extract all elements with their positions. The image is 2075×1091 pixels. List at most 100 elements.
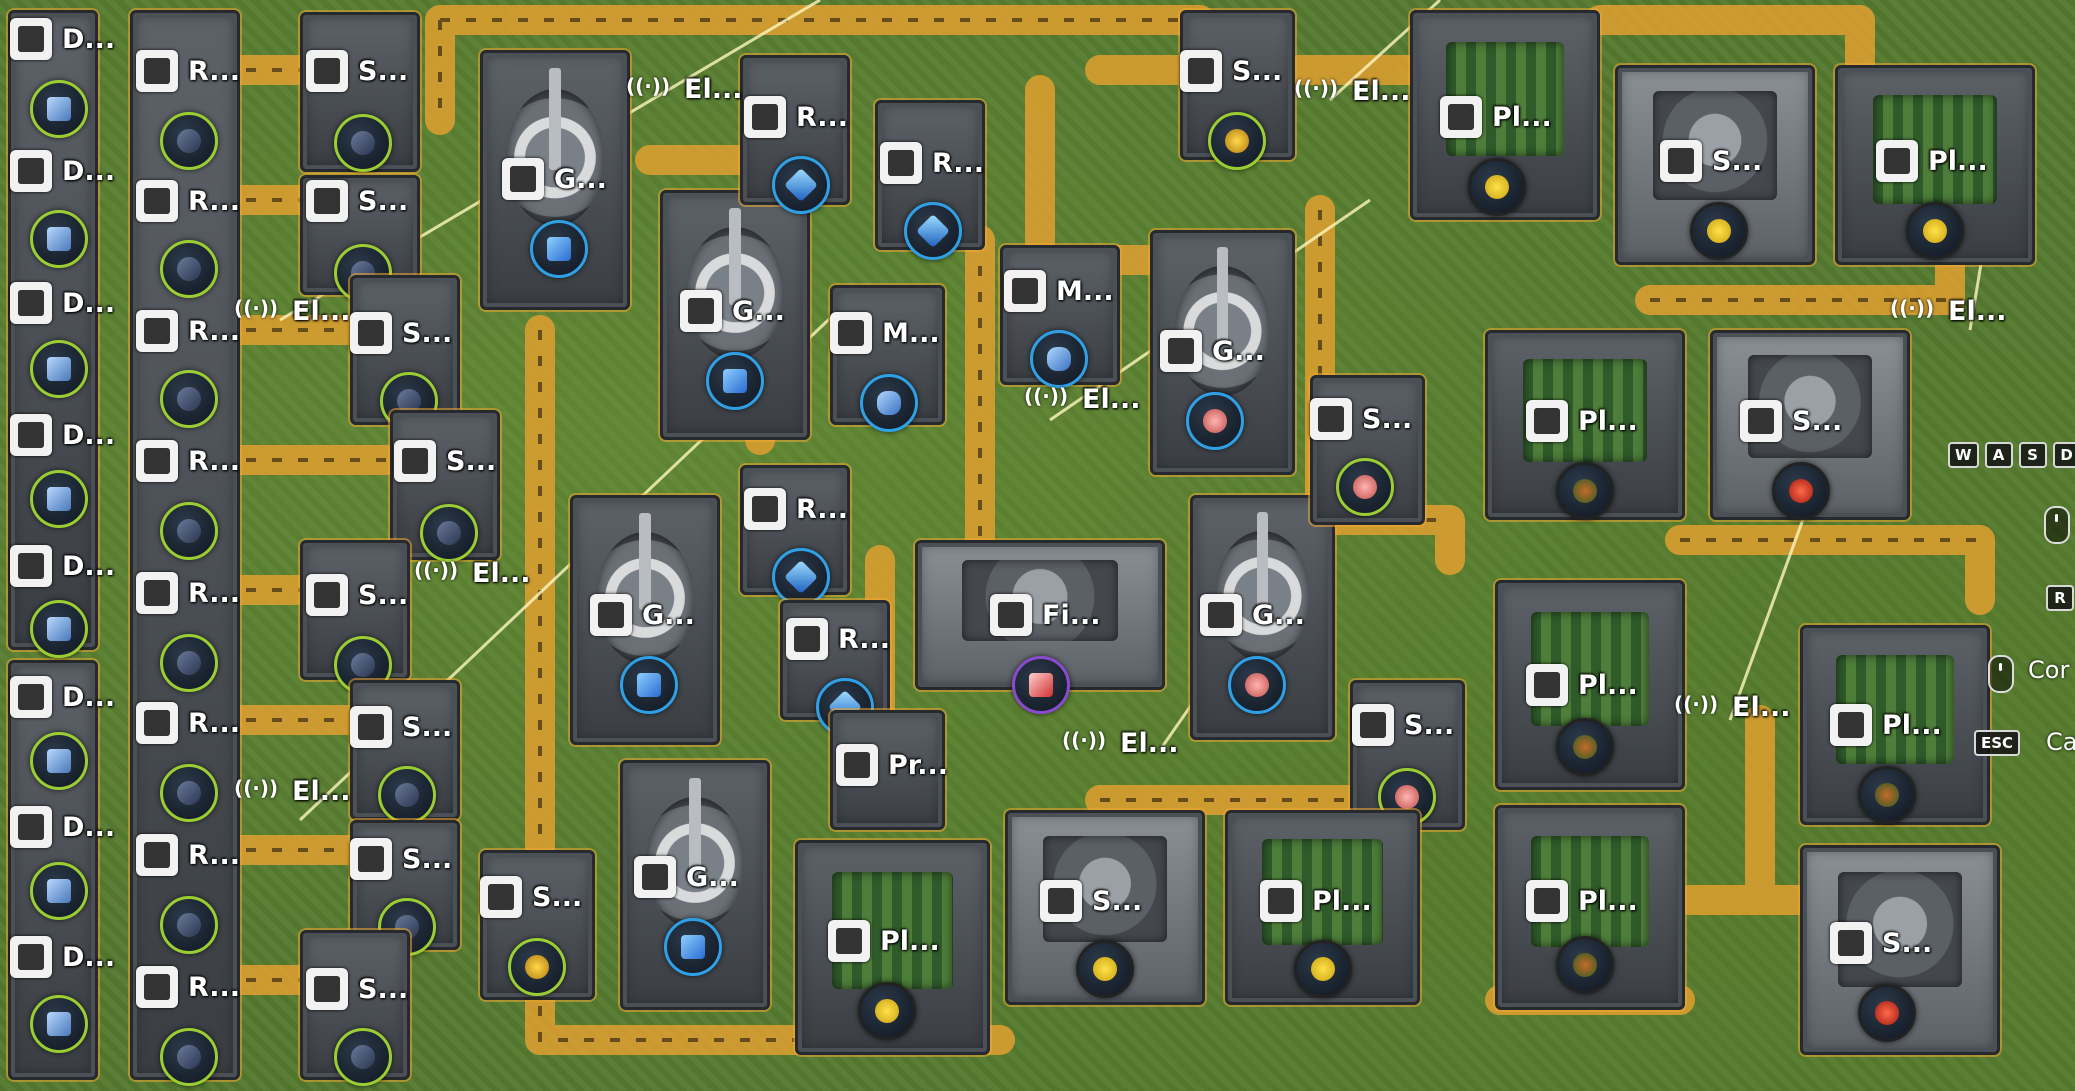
building-label-refinery: R... <box>744 488 848 530</box>
escape-key-hint: ESC <box>1974 730 2021 756</box>
resource-ore <box>30 995 88 1053</box>
building-label-planter: Pl... <box>1260 880 1372 922</box>
movement-keys-hint: W A S D <box>1948 442 2075 468</box>
resource-block <box>706 352 764 410</box>
planter-icon <box>1830 704 1872 746</box>
confirm-hint: Cor <box>2028 656 2070 684</box>
pylon-label-electric: El... <box>234 770 350 812</box>
shredder-icon <box>1310 398 1352 440</box>
pylon-label-electric: El... <box>1024 378 1140 420</box>
refinery-icon <box>136 50 178 92</box>
building-label-shredder: S... <box>1040 880 1142 922</box>
resource-ore <box>30 732 88 790</box>
planter-icon <box>1526 664 1568 706</box>
building-label-moulder: M... <box>1004 270 1114 312</box>
building-label-refinery: R... <box>744 96 848 138</box>
moulder-icon <box>1004 270 1046 312</box>
refinery-icon <box>136 572 178 614</box>
key-s: S <box>2018 442 2047 468</box>
pylon-label-electric: El... <box>414 552 530 594</box>
building-label-shredder: S... <box>1660 140 1762 182</box>
resource-red-fruit <box>1772 462 1830 520</box>
resource-bush <box>1858 766 1916 824</box>
cancel-hint: Ca <box>2046 728 2075 756</box>
planter-icon <box>1526 880 1568 922</box>
resource-ore <box>30 600 88 658</box>
resource-stone <box>334 1028 392 1086</box>
planter-icon <box>1260 880 1302 922</box>
building-label-shredder: S... <box>306 180 408 222</box>
building-label-refinery: R... <box>880 142 984 184</box>
building-label-shredder: S... <box>480 876 582 918</box>
resource-block <box>620 656 678 714</box>
shredder-icon <box>1830 922 1872 964</box>
resource-flower <box>858 982 916 1040</box>
grinder-icon <box>502 158 544 200</box>
refinery-icon <box>136 966 178 1008</box>
moulder-building[interactable] <box>830 285 945 425</box>
building-label-grinder: G... <box>634 856 739 898</box>
grinder-icon <box>1160 330 1202 372</box>
resource-gold <box>1208 112 1266 170</box>
building-label-grinder: G... <box>502 158 607 200</box>
building-label-shredder: S... <box>350 838 452 880</box>
resource-stone <box>160 240 218 298</box>
resource-flower <box>1468 158 1526 216</box>
resource-stone <box>160 634 218 692</box>
electric-pylon-icon <box>626 68 674 110</box>
building-label-planter: Pl... <box>1526 400 1638 442</box>
mouse-left-click-icon <box>1988 655 2014 693</box>
shredder-building[interactable] <box>1005 810 1205 1005</box>
depot-icon <box>10 545 52 587</box>
resource-ore <box>30 80 88 138</box>
resource-bush <box>1556 718 1614 776</box>
building-label-grinder: G... <box>1160 330 1265 372</box>
electric-pylon-icon <box>1024 378 1072 420</box>
shredder-icon <box>350 706 392 748</box>
key-esc: ESC <box>1974 730 2021 756</box>
building-label-planter: Pl... <box>1526 664 1638 706</box>
filler-building[interactable] <box>915 540 1165 690</box>
resource-red-fruit <box>1858 984 1916 1042</box>
resource-meat <box>1336 458 1394 516</box>
planter-icon <box>1876 140 1918 182</box>
grinder-icon <box>590 594 632 636</box>
refinery-icon <box>136 834 178 876</box>
building-label-press: Pr... <box>836 744 948 786</box>
grinder-icon <box>680 290 722 332</box>
shredder-icon <box>1040 880 1082 922</box>
key-w: W <box>1948 442 1979 468</box>
resource-gift-cube <box>1012 656 1070 714</box>
building-label-refinery: R... <box>786 618 890 660</box>
grinder-icon <box>634 856 676 898</box>
building-label-planter: Pl... <box>828 920 940 962</box>
resource-ore <box>30 862 88 920</box>
building-label-shredder: S... <box>1830 922 1932 964</box>
resource-stone <box>160 502 218 560</box>
building-label-grinder: G... <box>1200 594 1305 636</box>
refinery-icon <box>136 180 178 222</box>
pylon-label-electric: El... <box>1062 722 1178 764</box>
depot-icon <box>10 414 52 456</box>
resource-gold <box>508 938 566 996</box>
mouse-scroll-icon <box>2044 506 2070 544</box>
building-label-refinery: R... <box>136 702 240 744</box>
shredder-icon <box>350 312 392 354</box>
resource-crystal <box>772 548 830 606</box>
resource-stone <box>160 764 218 822</box>
building-label-shredder: S... <box>306 574 408 616</box>
resource-meat <box>1228 656 1286 714</box>
building-label-planter: Pl... <box>1526 880 1638 922</box>
building-label-shredder: S... <box>1310 398 1412 440</box>
shredder-icon <box>1740 400 1782 442</box>
pylon-label-electric: El... <box>626 68 742 110</box>
resource-crystal <box>904 202 962 260</box>
building-label-shredder: S... <box>350 312 452 354</box>
pylon-label-electric: El... <box>234 290 350 332</box>
depot-icon <box>10 150 52 192</box>
filler-icon <box>990 594 1032 636</box>
planter-icon <box>1526 400 1568 442</box>
resource-flower <box>1690 202 1748 260</box>
electric-pylon-icon <box>414 552 462 594</box>
